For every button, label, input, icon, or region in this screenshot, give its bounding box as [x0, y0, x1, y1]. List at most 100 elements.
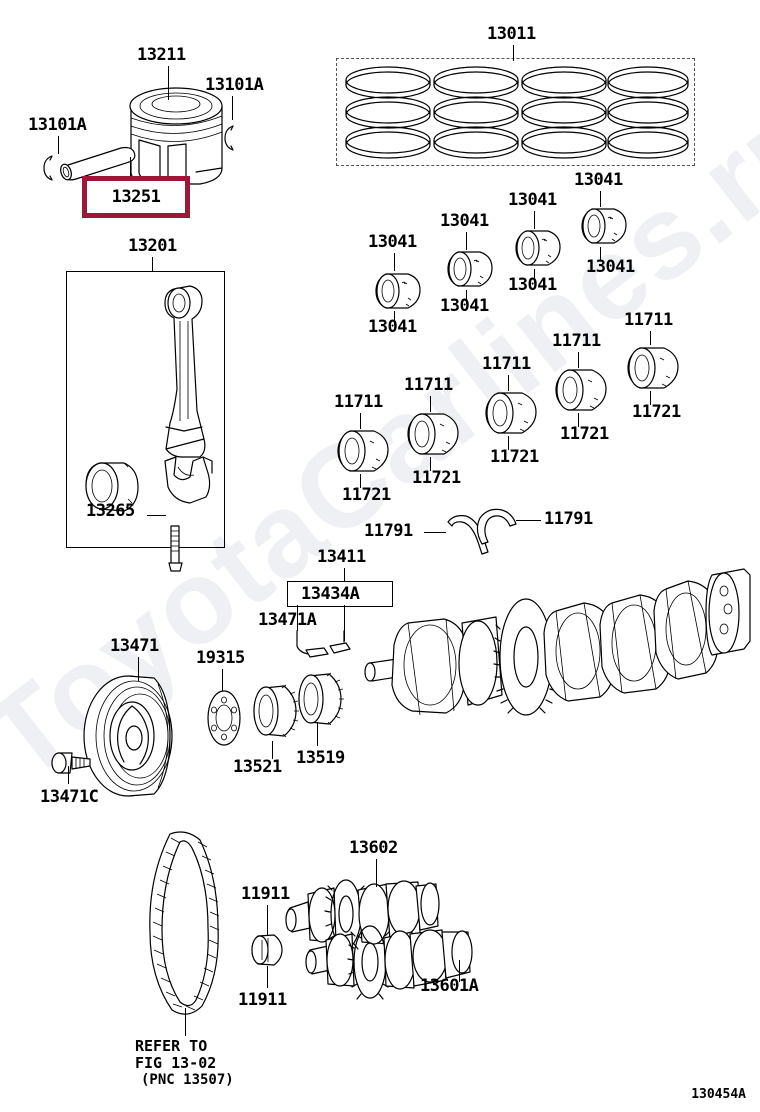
label-11721-1: 11721	[342, 485, 391, 505]
leader-11911-top	[267, 905, 268, 935]
main-bearing-1	[337, 430, 389, 472]
timing-chain-drawing	[149, 831, 220, 1015]
leader-11721-4	[578, 413, 579, 427]
leader-11721-1	[360, 474, 361, 488]
label-13101A-right: 13101A	[205, 75, 264, 95]
label-13041-4-bottom: 13041	[586, 257, 635, 277]
main-bearing-2	[407, 413, 459, 455]
leader-13602	[376, 859, 377, 887]
highlighted-part-number: 13251	[111, 187, 161, 207]
leader-11791-1	[424, 532, 446, 533]
label-13101A-left: 13101A	[28, 115, 87, 135]
label-11711-3: 11711	[482, 354, 531, 374]
leader-11721-3	[508, 436, 509, 450]
leader-13041-4-top	[600, 191, 601, 207]
rod-bearing-1	[375, 273, 421, 309]
leader-13434A	[344, 605, 345, 641]
thrust-washer-2	[476, 508, 517, 545]
sprocket-13521-drawing	[253, 684, 299, 738]
label-11711-5: 11711	[624, 310, 673, 330]
leader-13041-3-top	[534, 211, 535, 229]
label-13411: 13411	[317, 547, 366, 567]
label-13602: 13602	[349, 838, 398, 858]
leader-13041-2-bot	[466, 290, 467, 304]
label-13434A: 13434A	[301, 584, 360, 604]
leader-13265	[147, 515, 166, 516]
leader-13211	[168, 66, 169, 100]
label-13041-2-bottom: 13041	[440, 296, 489, 316]
leader-19315	[222, 669, 223, 691]
leader-13101A-left	[58, 136, 59, 154]
leader-13471A-drop	[297, 605, 298, 631]
main-bearing-5	[627, 347, 679, 389]
leader-chain-note	[185, 1008, 186, 1036]
leader-13521	[272, 741, 273, 759]
crank-pulley-drawing	[83, 675, 173, 797]
leader-13411	[344, 568, 345, 582]
label-11721-3: 11721	[490, 447, 539, 467]
label-13601A: 13601A	[420, 976, 479, 996]
leader-13041-3-bot	[534, 269, 535, 283]
leader-11721-2	[430, 457, 431, 471]
highlighted-part-13251[interactable]: 13251	[82, 176, 190, 218]
label-11721-5: 11721	[632, 402, 681, 422]
rod-bearing-3	[515, 230, 561, 266]
label-13041-3-top: 13041	[508, 190, 557, 210]
label-13471C: 13471C	[40, 787, 99, 807]
chain-reference-note: REFER TO	[135, 1038, 207, 1055]
crank-woodruff-keys	[296, 630, 351, 658]
leader-13041-2-top	[466, 232, 467, 250]
label-11711-4: 11711	[552, 331, 601, 351]
leader-11911-bot	[267, 966, 268, 988]
leader-11791-2	[516, 520, 541, 521]
label-13521: 13521	[233, 757, 282, 777]
sprocket-13519-drawing	[298, 672, 344, 726]
main-bearing-4	[555, 369, 607, 411]
leader-11711-4	[578, 352, 579, 368]
label-11911-bottom: 11911	[238, 990, 287, 1010]
leader-11711-1	[360, 413, 361, 429]
note-line-2: FIG 13-02	[135, 1054, 217, 1072]
leader-13519	[317, 722, 318, 746]
label-13201: 13201	[128, 236, 177, 256]
balance-shaft-bushing	[251, 934, 283, 966]
label-11711-2: 11711	[404, 375, 453, 395]
piston-rings-drawing	[345, 66, 689, 159]
pulley-plate-drawing	[207, 690, 241, 746]
label-13519: 13519	[296, 748, 345, 768]
leader-13471	[138, 657, 139, 681]
label-11791-1: 11791	[364, 521, 413, 541]
label-13011: 13011	[487, 24, 536, 44]
piston-assembly-drawing	[43, 87, 234, 185]
leader-13041-1-bot	[394, 311, 395, 325]
diagram-code: 130454A	[691, 1087, 746, 1102]
note-line-1: REFER TO	[135, 1037, 208, 1055]
rod-bearing-2	[447, 251, 493, 287]
crankshaft-drawing	[364, 568, 751, 716]
leader-11711-2	[430, 396, 431, 412]
pulley-bolt-drawing	[51, 752, 91, 774]
label-11721-2: 11721	[412, 468, 461, 488]
leader-13041-1-top	[394, 253, 395, 271]
label-11791-2: 11791	[544, 509, 593, 529]
leader-11711-3	[508, 375, 509, 391]
label-11711-1: 11711	[334, 392, 383, 412]
label-11911-top: 11911	[241, 884, 290, 904]
label-11721-4: 11721	[560, 424, 609, 444]
label-13265: 13265	[86, 501, 135, 521]
note-line-3: (PNC 13507)	[141, 1072, 234, 1088]
ring-set-box	[336, 58, 695, 166]
balance-shafts-drawing	[285, 879, 473, 1000]
label-13211: 13211	[137, 45, 186, 65]
label-13041-1-top: 13041	[368, 232, 417, 252]
chain-reference-note-3: (PNC 13507)	[141, 1072, 234, 1089]
connecting-rod-drawing	[85, 285, 213, 572]
leader-13011	[513, 45, 514, 61]
leader-13101A-right	[232, 96, 233, 120]
label-13041-4-top: 13041	[574, 170, 623, 190]
crank-key-box	[287, 581, 393, 607]
label-19315: 19315	[196, 648, 245, 668]
label-13041-3-bottom: 13041	[508, 275, 557, 295]
rod-bearing-4	[581, 208, 627, 244]
